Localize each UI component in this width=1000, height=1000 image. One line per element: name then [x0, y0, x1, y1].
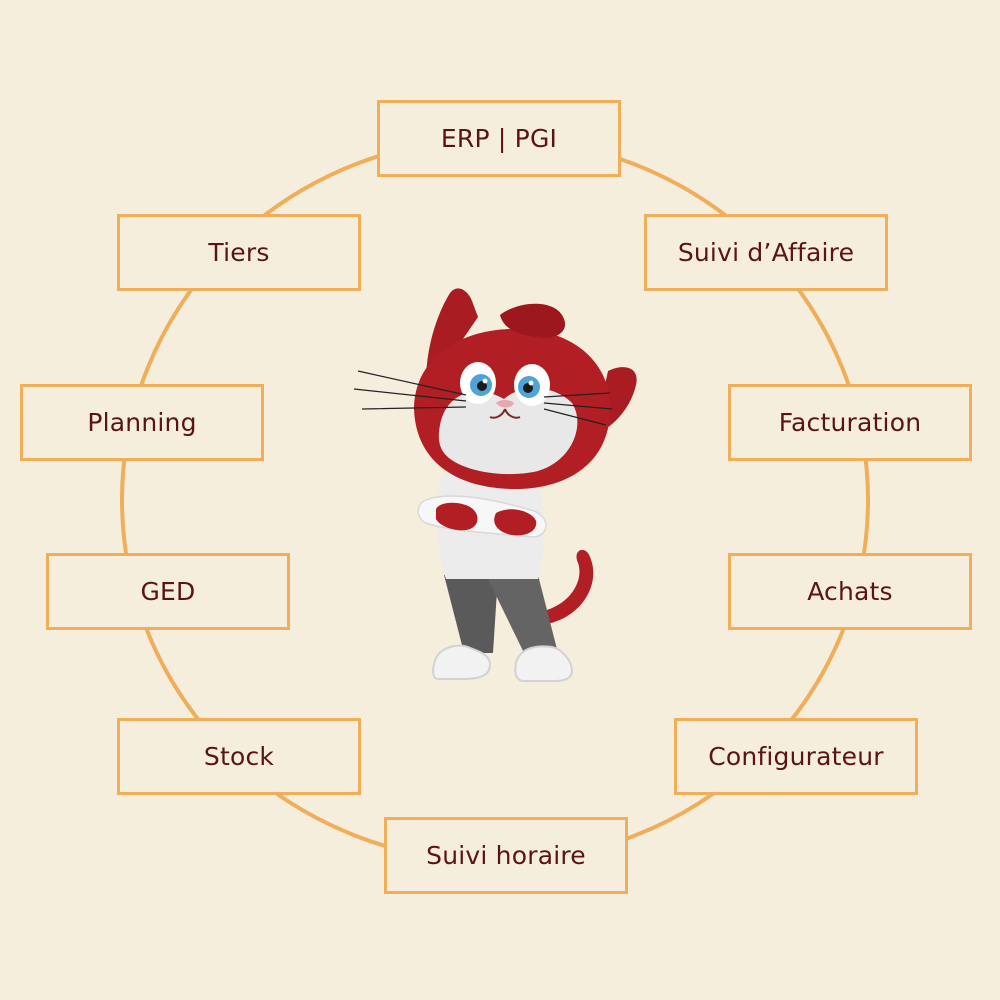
node-stock: Stock: [117, 718, 361, 795]
node-achats-label: Achats: [807, 577, 893, 606]
node-ged: GED: [46, 553, 290, 630]
node-stock-label: Stock: [203, 742, 275, 771]
node-suivi-affaire-label: Suivi d’Affaire: [677, 238, 855, 267]
node-tiers: Tiers: [117, 214, 361, 291]
node-configurateur-label: Configurateur: [708, 742, 884, 771]
node-ged-label: GED: [140, 577, 196, 606]
node-facturation-label: Facturation: [778, 408, 922, 437]
node-configurateur: Configurateur: [674, 718, 918, 795]
node-tiers-label: Tiers: [208, 238, 270, 267]
node-planning: Planning: [20, 384, 264, 461]
node-erp-pgi-label: ERP | PGI: [440, 124, 558, 153]
cat-crossed-arms: [417, 495, 547, 538]
node-achats: Achats: [728, 553, 972, 630]
node-suivi-affaire: Suivi d’Affaire: [644, 214, 888, 291]
node-suivi-horaire-label: Suivi horaire: [426, 841, 586, 870]
cat-legs: [444, 575, 558, 657]
cat-sneakers: [432, 644, 574, 682]
node-facturation: Facturation: [728, 384, 972, 461]
cat-tail: [535, 549, 594, 625]
cat-head: [353, 288, 637, 489]
node-erp-pgi: ERP | PGI: [377, 100, 621, 177]
red-cat-mascot-icon: [353, 288, 637, 682]
node-suivi-horaire: Suivi horaire: [384, 817, 628, 894]
node-planning-label: Planning: [87, 408, 197, 437]
